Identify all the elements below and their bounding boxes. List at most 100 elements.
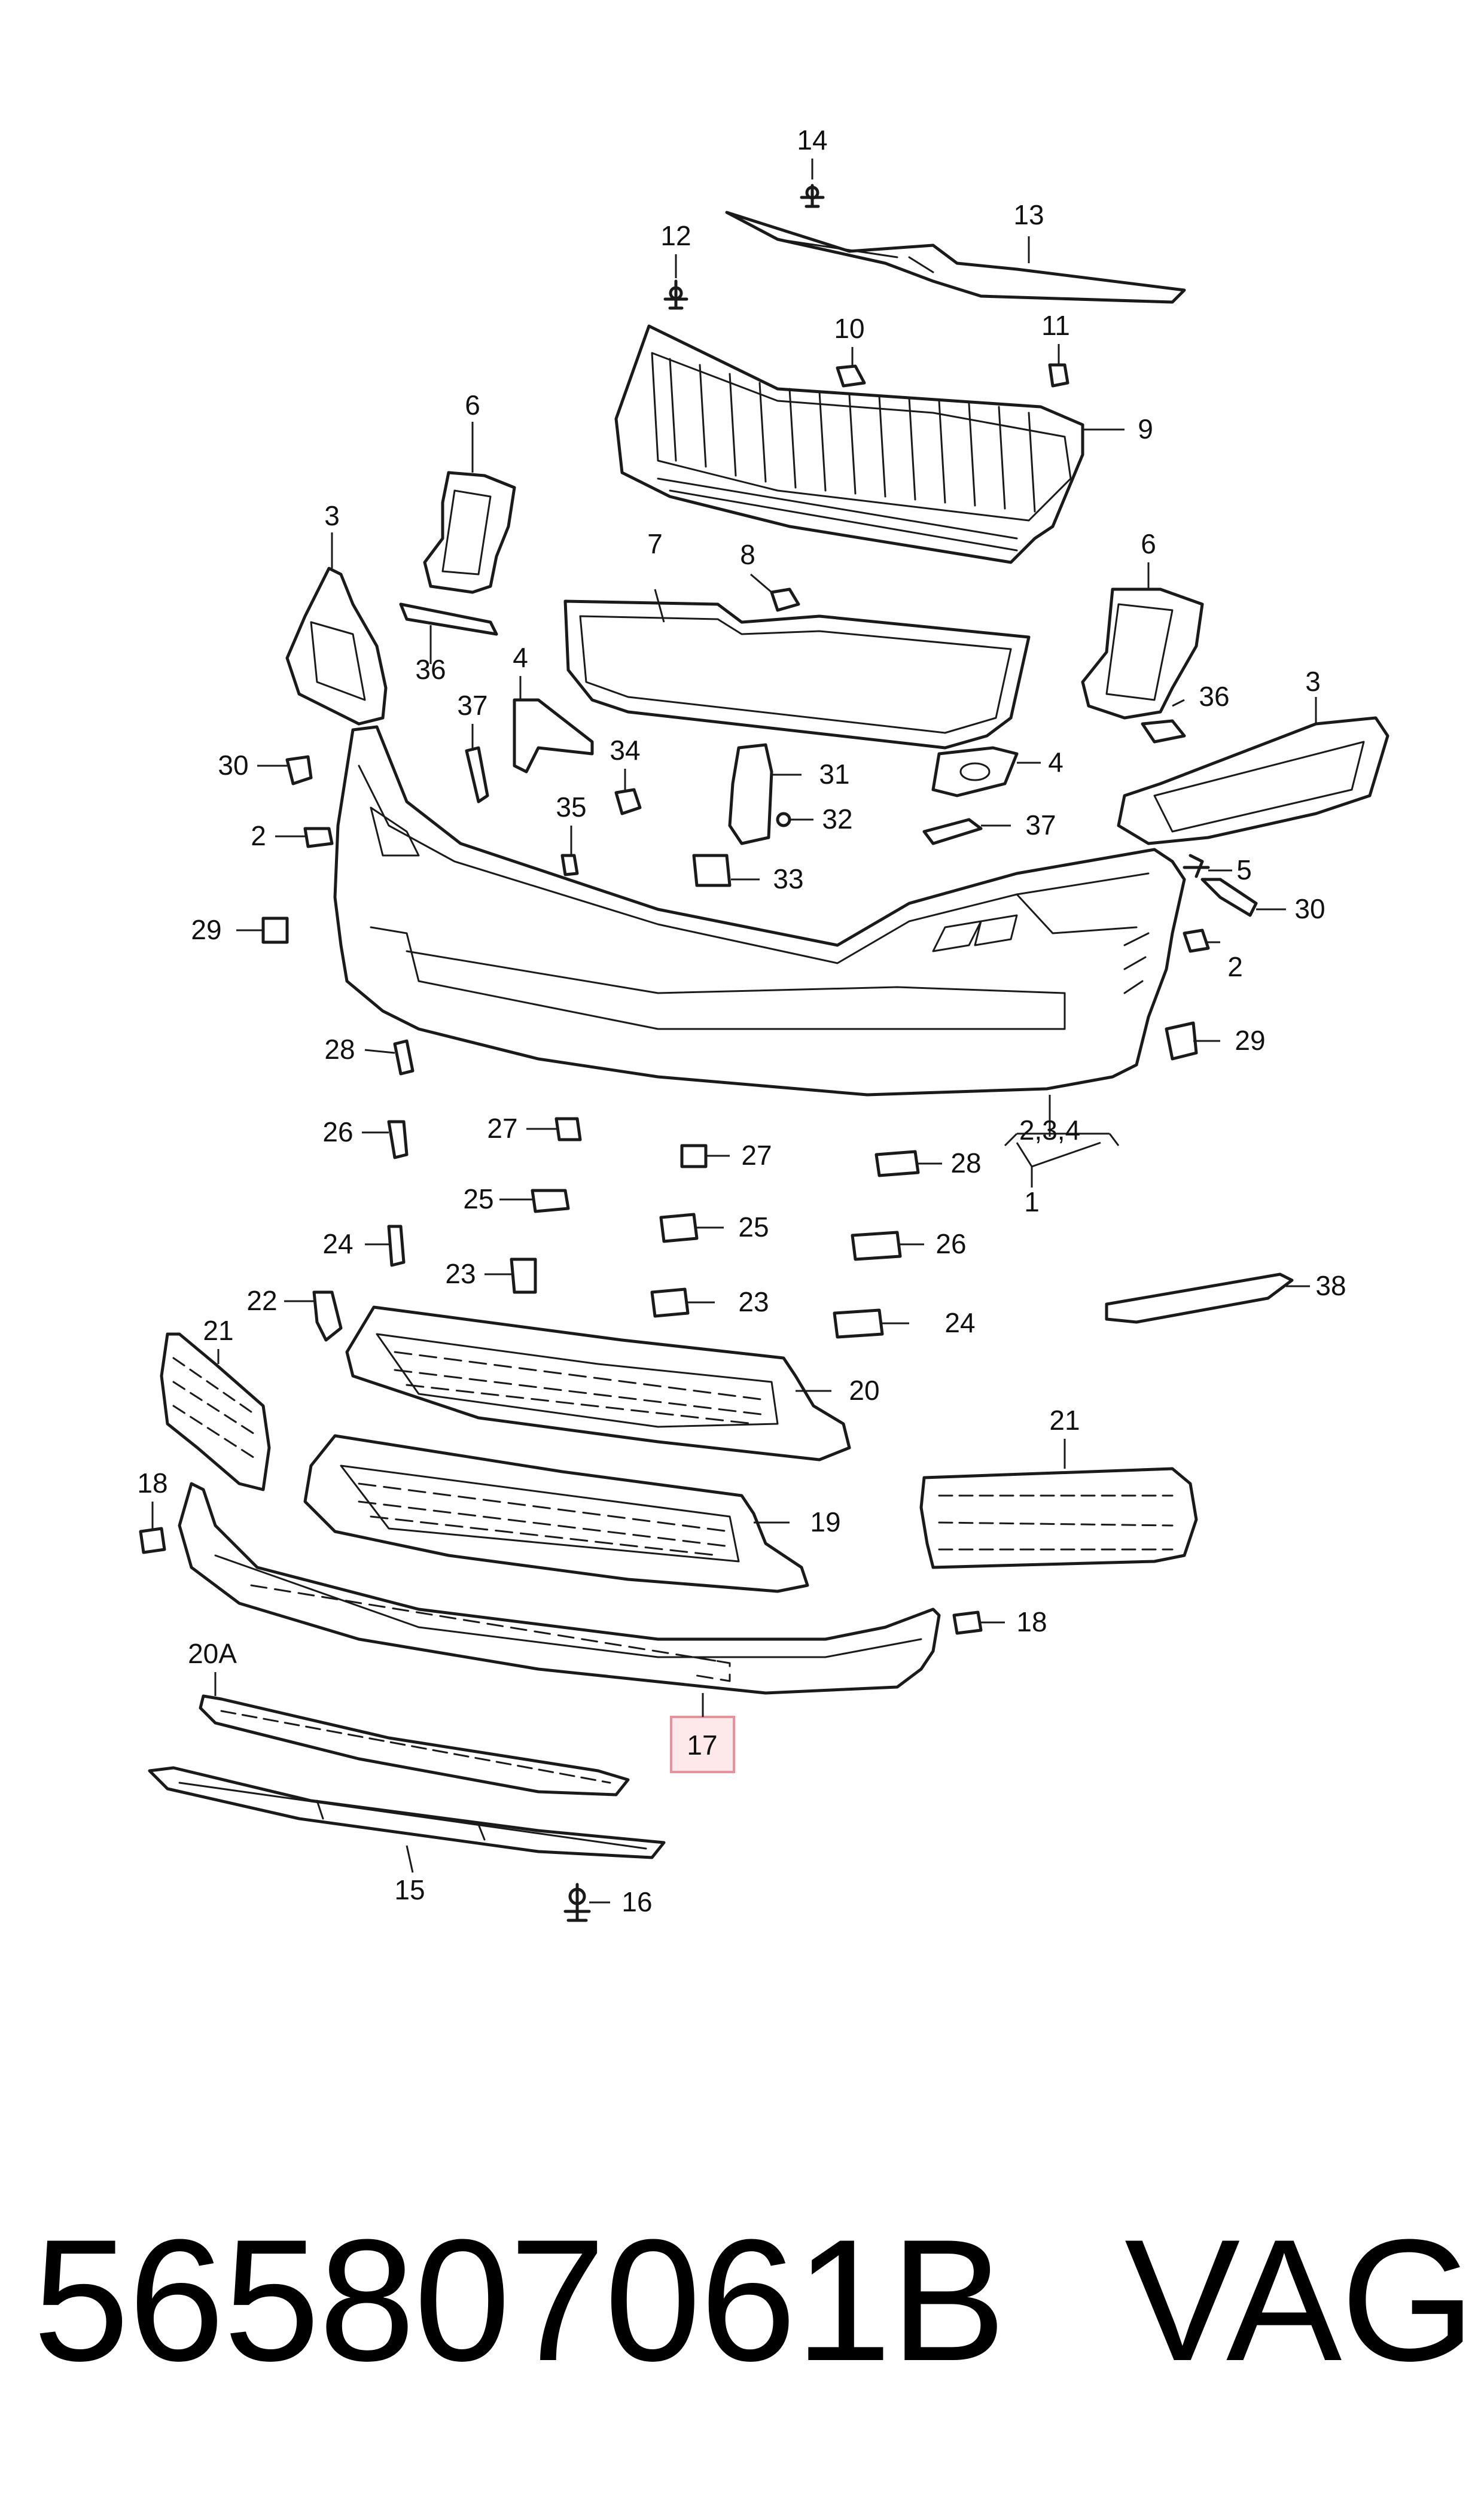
callout-labels: 14 13 12 10 11 9 6 6 3 3 7 8 36 36 4 4 3… xyxy=(137,124,1346,1917)
cover-37-left xyxy=(465,746,489,803)
bracket-6-right xyxy=(1081,587,1204,720)
callout-4-right: 4 xyxy=(1048,747,1064,778)
clip-30-left xyxy=(285,755,313,785)
callout-3-left: 3 xyxy=(324,500,340,531)
clip-24-left xyxy=(387,1225,406,1267)
callout-6-left: 6 xyxy=(465,389,480,421)
callout-37-right: 37 xyxy=(1025,809,1056,841)
callout-19: 19 xyxy=(810,1506,840,1537)
callout-16: 16 xyxy=(621,1886,652,1917)
clip-27-left xyxy=(554,1117,582,1141)
callout-23-right: 23 xyxy=(738,1286,769,1317)
callout-28-left: 28 xyxy=(324,1034,355,1065)
clip-23-left xyxy=(510,1258,537,1294)
clip-30-right xyxy=(1200,878,1258,917)
callout-34: 34 xyxy=(610,735,640,766)
clip-22 xyxy=(312,1290,343,1342)
callout-20: 20 xyxy=(849,1375,879,1406)
cap-35 xyxy=(560,854,579,876)
screw-14 xyxy=(800,184,825,208)
callout-24-left: 24 xyxy=(322,1228,353,1259)
insert-29-right xyxy=(1165,1021,1198,1061)
clip-18-right xyxy=(952,1610,983,1635)
callout-5: 5 xyxy=(1236,854,1252,885)
callout-23-left: 23 xyxy=(445,1258,476,1289)
lower-grille-19 xyxy=(303,1434,809,1593)
clip-10 xyxy=(836,364,866,388)
cap-34 xyxy=(614,788,642,815)
clip-24-right xyxy=(833,1308,884,1339)
callout-18-left: 18 xyxy=(137,1467,167,1499)
callout-27-right: 27 xyxy=(741,1140,772,1171)
callout-32: 32 xyxy=(822,803,852,835)
callout-13: 13 xyxy=(1013,199,1044,230)
screw-32 xyxy=(776,812,791,827)
callout-27-left: 27 xyxy=(487,1113,517,1144)
bracket-3-left xyxy=(285,567,388,726)
lower-grille-20 xyxy=(345,1305,851,1462)
callout-20A: 20A xyxy=(188,1638,237,1669)
part-number: 565807061B xyxy=(33,2203,1006,2397)
screw-5 xyxy=(1183,854,1210,878)
bumper-cover-1 xyxy=(333,725,1186,1097)
trim-strip-38 xyxy=(1105,1272,1294,1324)
callout-25-left: 25 xyxy=(463,1183,493,1214)
cover-33 xyxy=(692,854,732,887)
callout-22: 22 xyxy=(246,1285,277,1316)
callout-36-left: 36 xyxy=(415,654,446,685)
callout-7: 7 xyxy=(647,528,663,559)
callout-26-left: 26 xyxy=(322,1116,353,1147)
clip-26-right xyxy=(851,1231,902,1261)
clip-27-right xyxy=(680,1144,708,1168)
callout-17: 17 xyxy=(687,1730,717,1761)
callout-30-right: 30 xyxy=(1294,893,1325,924)
callout-31: 31 xyxy=(819,759,849,790)
grille-frame-7 xyxy=(563,599,1031,750)
side-grille-21-right xyxy=(919,1467,1198,1569)
callout-1: 1 xyxy=(1024,1186,1040,1217)
callout-10: 10 xyxy=(834,313,864,344)
bracket-31 xyxy=(728,743,773,845)
trim-4-left xyxy=(513,698,594,774)
callout-35: 35 xyxy=(556,791,586,823)
callout-21-left: 21 xyxy=(203,1315,233,1346)
bracket-6-left xyxy=(423,471,516,594)
highlight-box-17[interactable]: 17 xyxy=(670,1693,735,1773)
callout-8: 8 xyxy=(740,539,755,570)
bracket-28-left xyxy=(393,1039,415,1076)
insert-strip-20A xyxy=(199,1694,630,1797)
callout-37-left: 37 xyxy=(457,690,487,721)
callout-6-right: 6 xyxy=(1141,528,1156,559)
callout-2-3-4: 2,3,4 xyxy=(1019,1115,1080,1146)
clip-11 xyxy=(1048,363,1069,388)
guide-36-right xyxy=(1141,719,1186,744)
callout-26-right: 26 xyxy=(936,1228,966,1259)
callout-38: 38 xyxy=(1315,1270,1346,1301)
callout-25-right: 25 xyxy=(738,1211,769,1243)
carrier-15 xyxy=(148,1766,666,1859)
callout-3-right: 3 xyxy=(1305,666,1321,697)
bracket-28-right xyxy=(874,1150,920,1177)
callout-29-left: 29 xyxy=(191,914,221,945)
callout-11: 11 xyxy=(1041,310,1070,341)
radiator-grille-9 xyxy=(614,324,1084,564)
lower-spoiler-17 xyxy=(178,1482,941,1695)
callout-2-right: 2 xyxy=(1227,951,1243,982)
clip-2-left xyxy=(303,827,334,848)
cover-37-right xyxy=(922,818,983,845)
callout-24-right: 24 xyxy=(944,1307,975,1338)
leader-lines xyxy=(151,159,1317,1904)
clip-23-right xyxy=(650,1287,690,1318)
callout-12: 12 xyxy=(660,220,691,251)
clip-26-left xyxy=(387,1120,409,1159)
screw-16 xyxy=(563,1883,591,1922)
callout-14: 14 xyxy=(797,124,827,156)
clip-25-right xyxy=(659,1213,699,1243)
callout-36-right: 36 xyxy=(1199,681,1229,712)
bracket-3-right xyxy=(1117,716,1389,845)
callout-2-left: 2 xyxy=(251,820,266,851)
guide-36-left xyxy=(399,602,498,636)
callout-18-right: 18 xyxy=(1016,1606,1047,1637)
clip-8 xyxy=(770,587,800,612)
